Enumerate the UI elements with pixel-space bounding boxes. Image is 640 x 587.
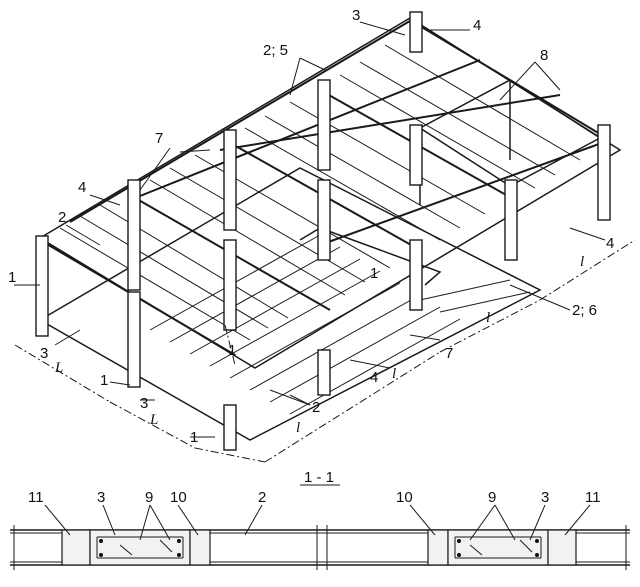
beam-long-2 (129, 59, 481, 201)
sec-label-3-left: 3 (97, 489, 105, 506)
label-7-b: 7 (445, 345, 453, 362)
section-title: 1 - 1 (304, 469, 334, 486)
lower-slab-joints (149, 234, 531, 415)
upper-slab-step (299, 227, 442, 286)
left-grout-11 (61, 529, 91, 566)
columns (35, 11, 611, 451)
sec-label-2: 2 (258, 489, 266, 506)
upper-slab-joints (59, 44, 581, 341)
dimension-lines (14, 239, 636, 463)
label-1-a: 1 (8, 269, 16, 286)
label-4-b: 4 (473, 17, 481, 34)
beam-long-3 (219, 94, 561, 151)
label-2-a: 2 (58, 209, 66, 226)
label-1-cut-b: 1 (228, 342, 236, 359)
dim-l-b: l (392, 366, 396, 382)
beam-long-4 (319, 139, 611, 246)
label-1-c: 1 (190, 429, 198, 446)
label-2-b: 2 (312, 399, 320, 416)
isometric-frame: 1 2 3 4 7 2; 5 3 4 8 4 2; 6 7 4 2 1 3 1 … (8, 7, 636, 463)
sec-label-11-left: 11 (28, 489, 44, 506)
sec-label-3-right: 3 (541, 489, 549, 506)
label-1-cut-a: 1 (370, 265, 378, 282)
label-4-a: 4 (78, 179, 86, 196)
sec-label-9-right: 9 (488, 489, 496, 506)
dim-l-d: l (580, 254, 584, 270)
dim-L-b: L (149, 412, 158, 428)
label-3-b: 3 (352, 7, 360, 24)
label-7-a: 7 (155, 130, 163, 147)
right-grout-10 (427, 529, 449, 566)
left-beam (89, 529, 191, 566)
sec-label-10-left: 10 (170, 489, 187, 506)
lower-slab (38, 167, 542, 441)
section-cut-line (224, 324, 236, 366)
label-1-b: 1 (100, 372, 108, 389)
beam-long-1 (69, 14, 421, 223)
dim-l-a: l (296, 420, 300, 436)
left-grout-10 (189, 529, 211, 566)
right-grout-11 (547, 529, 577, 566)
label-4-c: 4 (606, 235, 614, 252)
label-2-6: 2; 6 (572, 302, 597, 319)
label-8: 8 (540, 47, 548, 64)
leader-lines (14, 21, 606, 438)
sec-label-9-left: 9 (145, 489, 153, 506)
label-3-a: 3 (40, 345, 48, 362)
sec-label-10-right: 10 (396, 489, 413, 506)
right-beam (447, 529, 549, 566)
dim-L-a: L (54, 360, 63, 376)
label-2-5: 2; 5 (263, 42, 288, 59)
label-3-c: 3 (140, 395, 148, 412)
label-4-d: 4 (370, 369, 378, 386)
dim-l-c: l (486, 310, 490, 326)
sec-label-11-right: 11 (585, 489, 601, 506)
section-1-1: 1 - 1 (10, 469, 630, 570)
